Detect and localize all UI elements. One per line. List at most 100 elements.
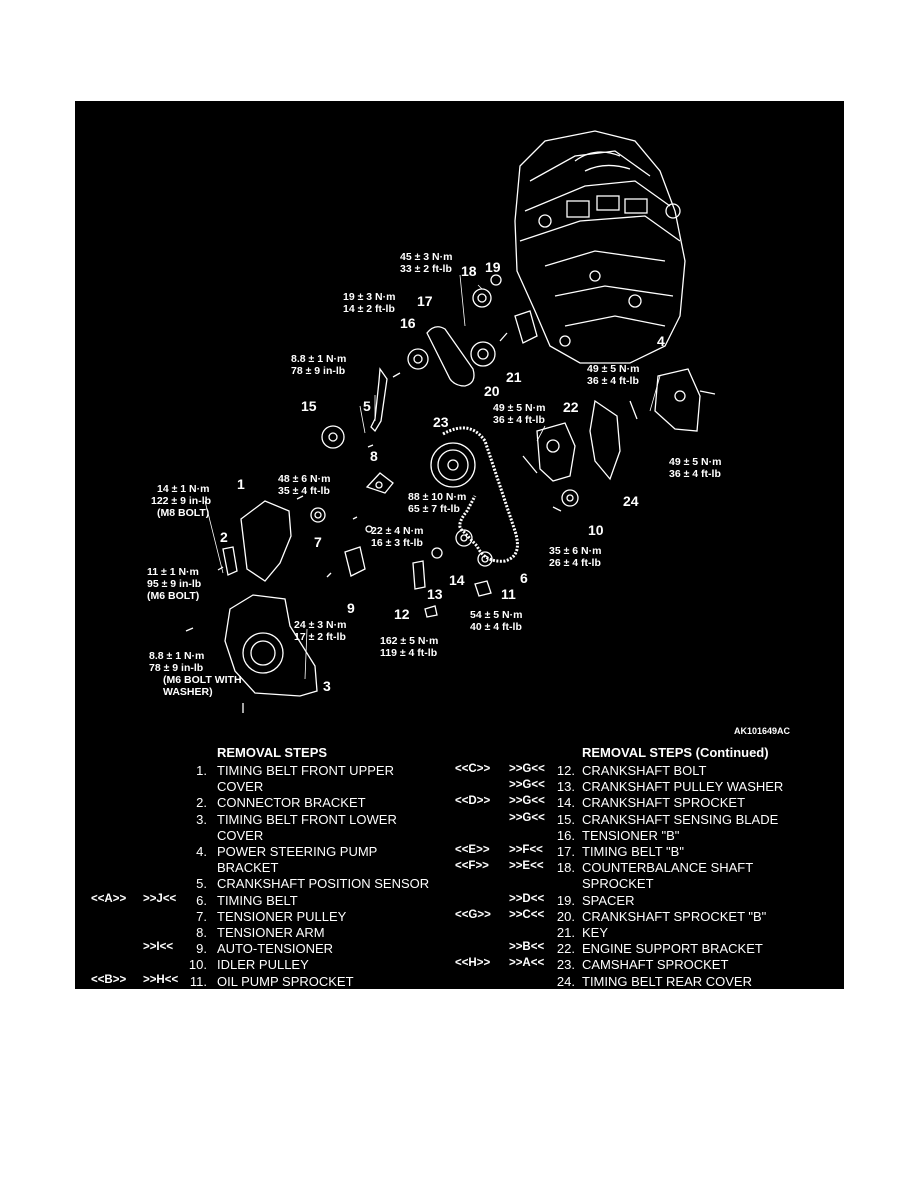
step-row: COVER [75, 828, 455, 844]
step-row: >>D<<19.SPACER [455, 893, 844, 909]
step-row: 4.POWER STEERING PUMP [75, 844, 455, 860]
step-text: CONNECTOR BRACKET [217, 795, 366, 811]
torque-17-ftlb: 14 ± 2 ft-lb [343, 303, 395, 315]
step-number: 8. [196, 925, 207, 940]
figure-reference: AK101649AC [734, 726, 791, 736]
callout-10: 10 [588, 522, 604, 538]
step-row: SPROCKET [455, 876, 844, 892]
step-text: TENSIONER ARM [217, 925, 325, 940]
torque-12-nm: 162 ± 5 N·m [380, 635, 438, 647]
step-row: 16.TENSIONER "B" [455, 828, 844, 844]
callout-14: 14 [449, 572, 465, 588]
step-text: CAMSHAFT SPROCKET [582, 957, 729, 973]
step-install-code: <<H>> [455, 957, 491, 970]
torque-2-nm: 11 ± 1 N·m [147, 566, 199, 578]
step-text: COUNTERBALANCE SHAFT [582, 860, 754, 876]
step-install-code: <<D>> [455, 795, 491, 808]
parts [185, 274, 716, 713]
step-install-code: <<F>> [455, 860, 489, 873]
torque-11-nm: 54 ± 5 N·m [470, 609, 522, 621]
torque-10-ftlb: 26 ± 4 ft-lb [549, 557, 601, 569]
torque-7-nm: 48 ± 6 N·m [278, 473, 330, 485]
step-text: OIL PUMP SPROCKET [217, 973, 354, 989]
step-row: <<G>>>>C<<20.CRANKSHAFT SPROCKET "B" [455, 909, 844, 925]
step-text: BRACKET [217, 860, 279, 876]
step-text: TENSIONER PULLEY [217, 908, 347, 924]
step-number: 7. [196, 908, 207, 924]
step-row: <<A>>>>J<<6.TIMING BELT [75, 893, 455, 909]
callout-1: 1 [237, 476, 245, 492]
step-removal-code: >>J<< [143, 892, 177, 905]
step-removal-code: >>I<< [143, 941, 174, 954]
step-text: CRANKSHAFT PULLEY WASHER [582, 779, 784, 795]
torque-9-ftlb: 17 ± 2 ft-lb [294, 631, 346, 643]
torque-10-nm: 35 ± 6 N·m [549, 545, 601, 557]
torque-3-nm: 8.8 ± 1 N·m [149, 650, 204, 662]
step-removal-code: >>D<< [509, 892, 545, 905]
torque-18-nm: 45 ± 3 N·m [400, 251, 452, 263]
torque-1-nm: 14 ± 1 N·m [157, 483, 209, 495]
callout-9: 9 [347, 600, 355, 616]
torque-4b-nm: 49 ± 5 N·m [669, 456, 721, 468]
callout-4: 4 [657, 333, 665, 349]
step-number: 10. [188, 957, 207, 973]
step-text: ENGINE SUPPORT BRACKET [582, 941, 763, 957]
torque-12-ftlb: 119 ± 4 ft-lb [380, 647, 437, 659]
step-number: 4. [196, 844, 207, 859]
torque-4b-ftlb: 36 ± 4 ft-lb [669, 468, 721, 480]
step-row: 3.TIMING BELT FRONT LOWER [75, 812, 455, 828]
step-number: 9. [196, 941, 207, 957]
torque-2-inlb: 95 ± 9 in-lb [147, 578, 201, 590]
callout-11: 11 [501, 586, 516, 602]
step-row: >>I<<9.AUTO-TENSIONER [75, 941, 455, 957]
torque-2-note: (M6 BOLT) [147, 590, 199, 602]
step-row: >>G<<15.CRANKSHAFT SENSING BLADE [455, 812, 844, 828]
step-number: 2. [196, 795, 207, 811]
step-row: 7. TENSIONER PULLEY [75, 909, 455, 925]
callout-5: 5 [363, 398, 371, 414]
step-number: 5. [196, 876, 207, 892]
step-number: 16. [556, 827, 575, 843]
step-number: 14. [556, 795, 575, 811]
torque-8-nm: 22 ± 4 N·m [371, 525, 423, 537]
callout-22: 22 [563, 399, 579, 415]
step-row: 8. TENSIONER ARM [75, 925, 455, 941]
torque-3-inlb: 78 ± 9 in-lb [149, 662, 203, 674]
step-number: 13. [556, 779, 575, 795]
step-text: CRANKSHAFT SPROCKET [582, 795, 746, 811]
step-number: 12. [556, 763, 575, 778]
step-row: <<F>>>>E<<18.COUNTERBALANCE SHAFT [455, 860, 844, 876]
step-text: KEY [582, 925, 609, 940]
step-number: 3. [196, 811, 207, 827]
torque-11-ftlb: 40 ± 4 ft-lb [470, 621, 522, 633]
torque-4a-nm: 49 ± 5 N·m [587, 363, 639, 375]
callout-3: 3 [323, 678, 331, 694]
step-removal-code: >>C<< [509, 908, 545, 921]
torque-23-nm: 88 ± 10 N·m [408, 491, 466, 503]
step-removal-code: >>H<< [143, 973, 179, 986]
removal-steps-continued-header: REMOVAL STEPS (Continued) [582, 745, 769, 760]
callout-8: 8 [370, 448, 378, 464]
torque-9-nm: 24 ± 3 N·m [294, 619, 346, 631]
step-number: 20. [556, 908, 575, 924]
removal-steps-header: REMOVAL STEPS [217, 745, 328, 760]
step-row: <<D>>>>G<<14.CRANKSHAFT SPROCKET [455, 795, 844, 811]
callout-24: 24 [623, 493, 639, 509]
step-row: BRACKET [75, 860, 455, 876]
step-row: 5.CRANKSHAFT POSITION SENSOR [75, 876, 455, 892]
torque-17-nm: 19 ± 3 N·m [343, 291, 395, 303]
callout-20: 20 [484, 383, 500, 399]
torque-5-nm: 8.8 ± 1 N·m [291, 353, 346, 365]
step-text: SPROCKET [582, 876, 654, 892]
callout-12: 12 [394, 606, 410, 622]
torque-1-note: (M8 BOLT) [157, 507, 209, 519]
engine-block [514, 130, 686, 364]
step-removal-code: >>E<< [509, 860, 544, 873]
callout-15: 15 [301, 398, 317, 414]
torque-8-ftlb: 16 ± 3 ft-lb [371, 537, 423, 549]
step-row: COVER [75, 779, 455, 795]
callout-19: 19 [485, 259, 501, 275]
torque-4a-ftlb: 36 ± 4 ft-lb [587, 375, 639, 387]
step-text: SPACER [582, 892, 635, 908]
